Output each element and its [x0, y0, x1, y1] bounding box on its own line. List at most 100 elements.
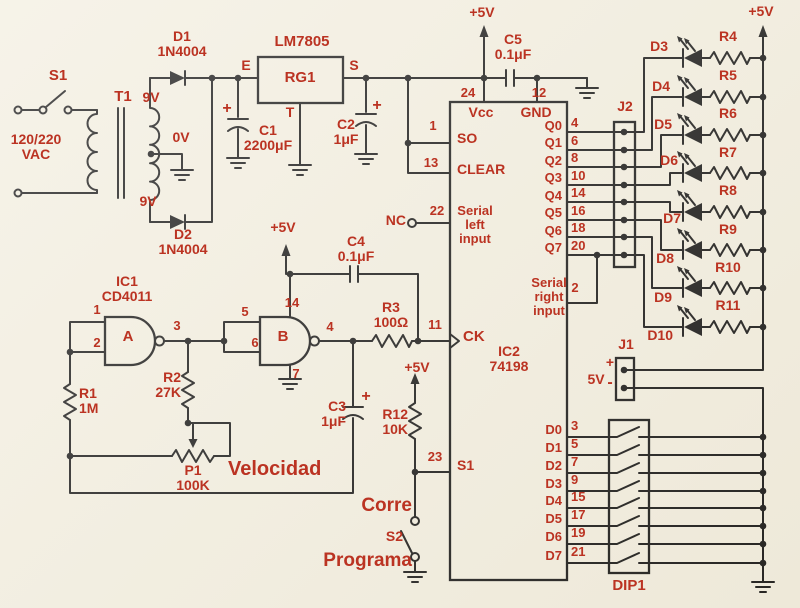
ground-icon — [170, 169, 194, 181]
right-5v-rail — [633, 25, 775, 593]
pin23-label: 23 — [427, 449, 443, 464]
led-d3-icon — [676, 35, 711, 68]
cap-c5 — [505, 69, 599, 103]
clear-label: CLEAR — [457, 161, 506, 177]
r12-5v-label: +5V — [404, 359, 430, 375]
ck-label: CK — [463, 328, 485, 345]
rg1-label: RG1 — [284, 69, 316, 86]
c3-label: C3 1μF — [321, 398, 346, 429]
pin24-label: 24 — [460, 85, 476, 100]
corre-label: Corre — [361, 495, 412, 516]
c2-plus: + — [372, 97, 382, 114]
gate-b-pin6-label: 6 — [251, 335, 259, 350]
gate-b-pin7-label: 7 — [292, 366, 300, 381]
serial-right-label: Serial right input — [531, 275, 567, 318]
cap-c4 — [289, 265, 419, 342]
serial-left-label: Serial left input — [457, 203, 493, 246]
dip1-body — [607, 418, 651, 575]
resistor-r1 — [63, 383, 77, 457]
led-d10-label: D10 — [647, 327, 673, 343]
led-d9-icon — [676, 265, 711, 298]
pin19-label: 19 — [571, 525, 586, 540]
c1-plus: + — [222, 100, 232, 117]
q6-label: Q6 — [544, 223, 562, 238]
connector-j1-body — [614, 356, 636, 402]
c2-label: C2 1μF — [333, 116, 359, 147]
r9-label: R9 — [719, 221, 737, 237]
ic2-body — [448, 100, 569, 582]
gate-a-pin1-label: 1 — [93, 302, 101, 317]
q7-label: Q7 — [544, 240, 562, 255]
pin15-label: 15 — [571, 489, 586, 504]
pin11-label: 11 — [428, 317, 442, 332]
r11-label: R11 — [715, 297, 741, 313]
ground-icon — [354, 153, 378, 165]
led-d7-icon — [676, 189, 711, 222]
led-d9-label: D9 — [654, 289, 672, 305]
s2-label: S2 — [385, 528, 403, 544]
r8-label: R8 — [719, 182, 737, 198]
gate-a-to-b-wires — [163, 321, 261, 353]
j2-label: J2 — [617, 98, 633, 114]
pin1-label: 1 — [429, 118, 437, 133]
gate-a-pin2-label: 2 — [93, 335, 101, 350]
j1-5v-label: 5V — [587, 371, 605, 387]
led-d5-label: D5 — [654, 116, 672, 132]
led-d3-label: D3 — [650, 38, 668, 54]
led-d7-label: D7 — [663, 210, 681, 226]
led-d4-label: D4 — [652, 78, 670, 94]
diode-d1 — [149, 70, 259, 86]
gate-b-pin14-label: 14 — [284, 295, 300, 310]
lm7805-label: LM7805 — [274, 33, 330, 50]
gate-b-pin4-label: 4 — [326, 319, 334, 334]
d3-input-label: D3 — [545, 476, 562, 491]
r1-label: R1 1M — [79, 385, 99, 416]
ic1-label: IC1 CD4011 — [101, 273, 153, 304]
pin6-label: 6 — [571, 133, 579, 148]
q1-label: Q1 — [544, 135, 562, 150]
ic2-label: IC2 74198 — [489, 343, 529, 374]
j1-label: J1 — [618, 336, 634, 352]
nand-gate-b — [258, 273, 320, 390]
resistor-r12 — [408, 373, 422, 473]
resistor-r2 — [181, 340, 195, 424]
pin5-label: 5 — [571, 436, 579, 451]
d1-label: D1 1N4004 — [157, 28, 207, 59]
pin10-label: 10 — [571, 168, 586, 183]
pin12-label: 12 — [531, 85, 547, 100]
secondary-0v-label: 0V — [172, 129, 190, 145]
d0-input-label: D0 — [545, 422, 562, 437]
velocidad-label: Velocidad — [228, 458, 322, 480]
cap-c1 — [226, 77, 250, 169]
gate-a-pin3-label: 3 — [173, 318, 181, 333]
pin22-label: 22 — [429, 203, 445, 218]
led-d6-label: D6 — [660, 152, 678, 168]
ground-icon — [226, 157, 250, 169]
rail-5v-label: +5V — [748, 3, 774, 19]
pin17-label: 17 — [571, 507, 586, 522]
gate-b-5v-arrow — [281, 244, 291, 275]
q2-label: Q2 — [544, 153, 562, 168]
d5-input-label: D5 — [545, 511, 562, 526]
q-output-wires — [566, 57, 684, 328]
t1-label: T1 — [114, 88, 132, 105]
pin14-label: 14 — [571, 185, 586, 200]
regulator-rg1-pins — [288, 77, 507, 176]
led-d8-icon — [676, 227, 711, 260]
dip1-switch-rows — [566, 426, 764, 564]
p1-label: P1 100K — [176, 462, 210, 493]
r12-label: R12 10K — [382, 406, 408, 437]
dip1-label: DIP1 — [612, 577, 646, 594]
so-clear-wires — [407, 77, 451, 174]
secondary-9v-bottom-label: 9V — [139, 193, 157, 209]
led-d8-label: D8 — [656, 250, 674, 266]
diode-d2 — [149, 77, 213, 230]
led-d4-icon — [676, 74, 711, 107]
ground-icon — [288, 164, 312, 176]
pin3-label: 3 — [571, 418, 579, 433]
secondary-9v-top-label: 9V — [142, 89, 160, 105]
t-pin-label: T — [285, 104, 295, 120]
potentiometer-p1 — [69, 422, 231, 463]
